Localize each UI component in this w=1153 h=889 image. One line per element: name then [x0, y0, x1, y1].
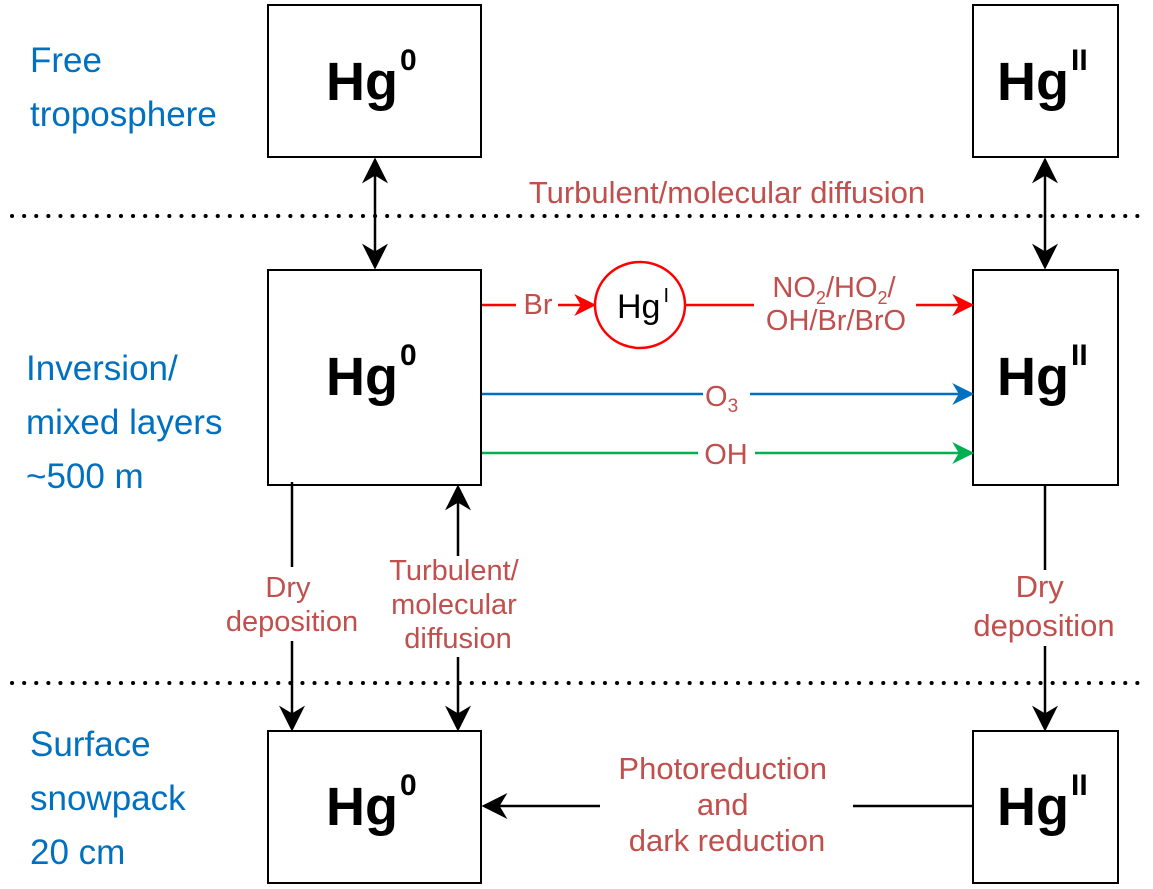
box-snowpack-hg0: Hg0 [267, 730, 482, 884]
label-top-diffusion: Turbulent/molecular diffusion [529, 175, 925, 210]
layer-label-inversion-mixed: Inversion/ mixed layers ~500 m [26, 349, 232, 496]
species-label: HgII [997, 769, 1088, 837]
label-br: Br [524, 289, 553, 321]
box-mixed-layer-hg2: HgII [972, 269, 1119, 486]
species-label: HgII [997, 339, 1088, 407]
label-hg1-oxidants-line1: NO2/HO2/ [772, 272, 896, 308]
box-mixed-layer-hg0: Hg0 [267, 269, 482, 486]
label-dry-dep-left: Dry deposition [226, 572, 358, 638]
species-label: HgII [997, 44, 1088, 112]
label-reduction: Photoreduction and dark reduction [618, 751, 835, 858]
box-free-troposphere-hg2: HgII [972, 4, 1119, 158]
species-label: Hg0 [326, 339, 417, 407]
label-oh: OH [704, 439, 748, 471]
box-snowpack-hg2: HgII [972, 730, 1119, 884]
label-dry-dep-right: Dry deposition [973, 569, 1114, 643]
species-label: Hg0 [326, 44, 417, 112]
layer-label-free-troposphere: Free troposphere [30, 41, 217, 134]
species-label: Hg0 [326, 769, 417, 837]
layer-label-surface-snowpack: Surface snowpack 20 cm [30, 725, 195, 872]
label-o3: O3 [705, 381, 738, 417]
label-diffusion-left: Turbulent/ molecular diffusion [389, 555, 527, 655]
label-hg1-oxidants-line2: OH/Br/BrO [766, 305, 906, 337]
box-free-troposphere-hg0: Hg0 [267, 4, 482, 158]
